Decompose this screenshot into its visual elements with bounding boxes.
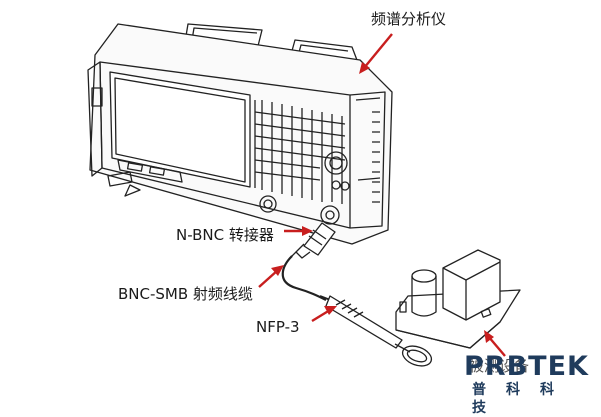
logo-subtitle: 普科科技 <box>472 382 574 416</box>
nfp-3-probe <box>319 295 433 367</box>
arrow-to-adapter <box>284 226 313 236</box>
label-spectrum-analyzer: 频谱分析仪 <box>371 10 447 28</box>
label-n-bnc-adapter: N-BNC 转接器 <box>176 226 274 244</box>
arrow-to-cable <box>258 265 284 288</box>
label-device-under-test: 被测设备 <box>469 357 530 375</box>
spectrum-analyzer <box>87 23 393 245</box>
label-nfp-3-probe: NFP-3 <box>256 318 300 336</box>
logo-wordmark: PRBTEK <box>464 351 589 382</box>
connection-diagram <box>87 23 521 367</box>
bnc-smb-cable <box>281 255 327 301</box>
prbtek-logo: PRBTEK 普科科技 <box>464 351 594 417</box>
arrow-to-board <box>484 330 506 357</box>
label-bnc-smb-cable: BNC-SMB 射频线缆 <box>118 285 253 303</box>
device-under-test <box>395 249 521 349</box>
arrow-to-probe <box>311 306 337 323</box>
arrow-to-analyzer <box>359 33 393 74</box>
